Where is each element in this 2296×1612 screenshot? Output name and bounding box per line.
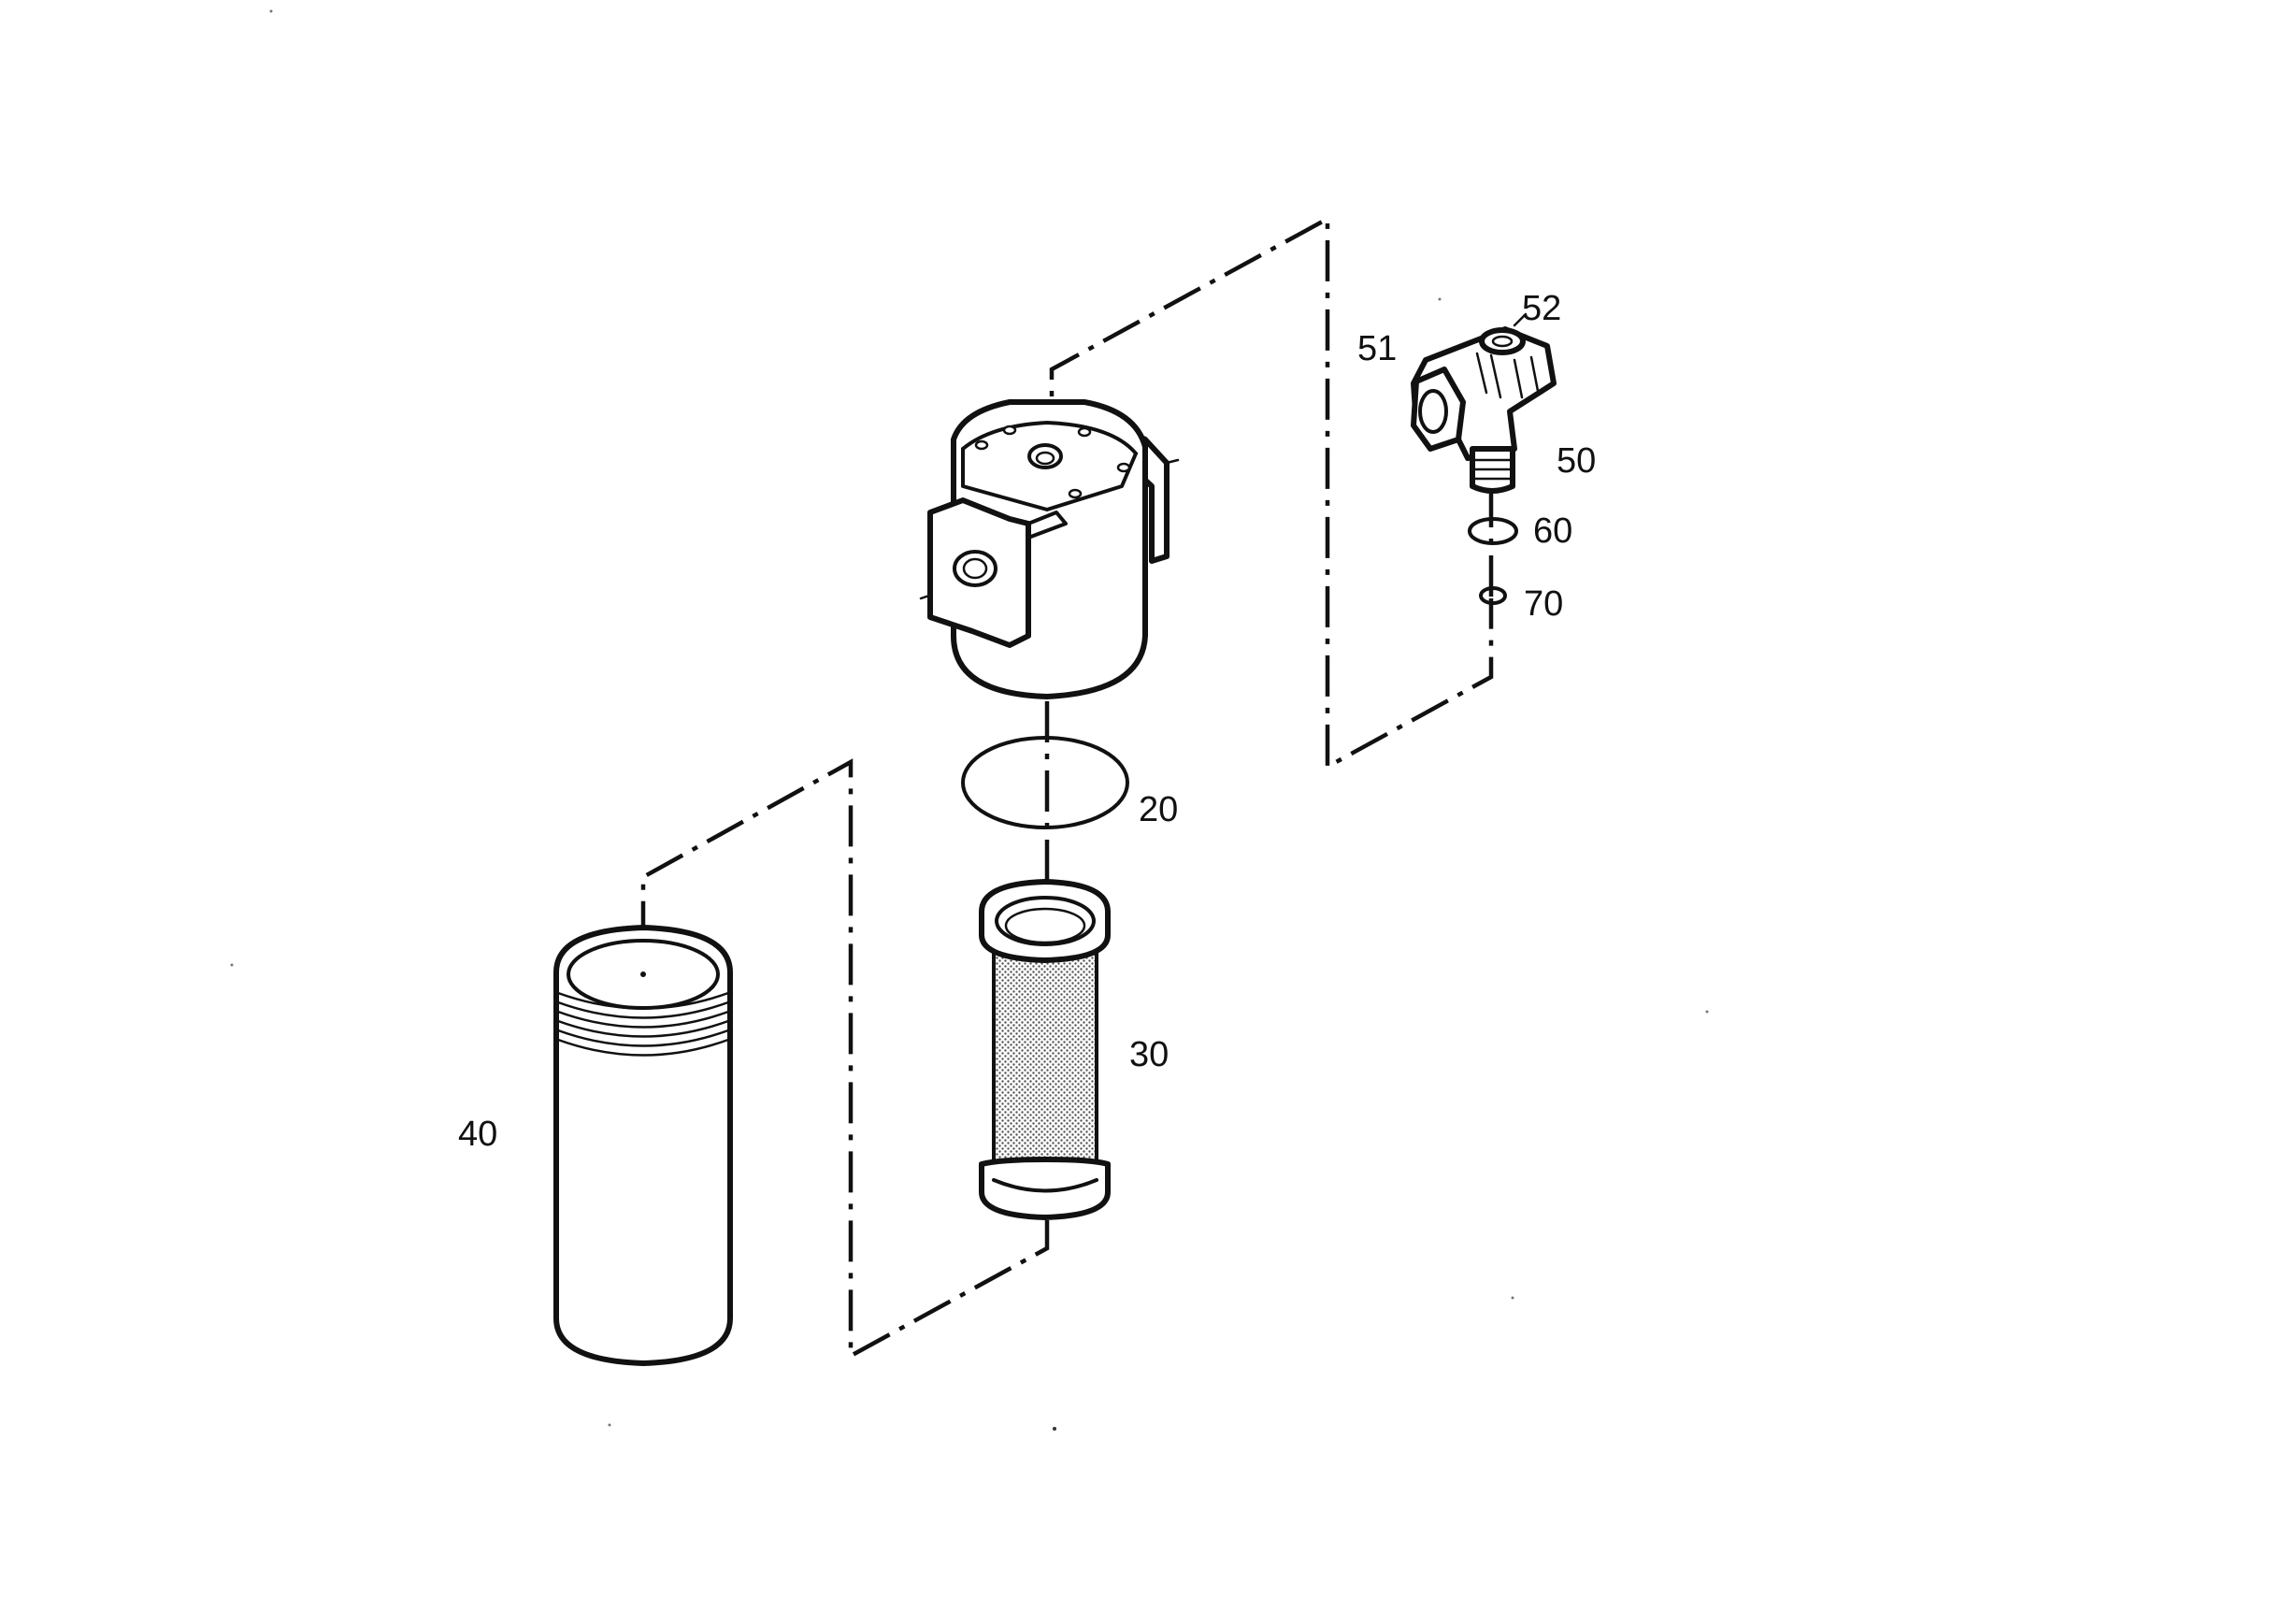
filter-bowl	[553, 925, 733, 1366]
callout-50: 50	[1557, 441, 1596, 481]
indicator-fitting	[1411, 326, 1557, 494]
assembly-line-head-to-fitting	[1049, 215, 1494, 770]
callout-52: 52	[1522, 289, 1561, 328]
filter-element	[979, 879, 1111, 1220]
assembly-line-element-to-bowl	[640, 758, 1050, 1360]
callout-40: 40	[458, 1115, 497, 1154]
callout-51: 51	[1357, 329, 1397, 368]
callout-30: 30	[1129, 1035, 1169, 1074]
callouts: 20 30 40 50 51 52 60 70	[458, 289, 1596, 1154]
callout-20: 20	[1139, 790, 1178, 829]
o-ring-60	[1468, 517, 1518, 545]
o-ring-70	[1479, 586, 1507, 605]
filter-head	[927, 399, 1180, 699]
callout-70: 70	[1524, 584, 1563, 624]
scan-specks	[230, 9, 1709, 1431]
o-rings	[1468, 517, 1518, 605]
callout-60: 60	[1533, 511, 1572, 551]
seal-ring	[961, 736, 1129, 829]
